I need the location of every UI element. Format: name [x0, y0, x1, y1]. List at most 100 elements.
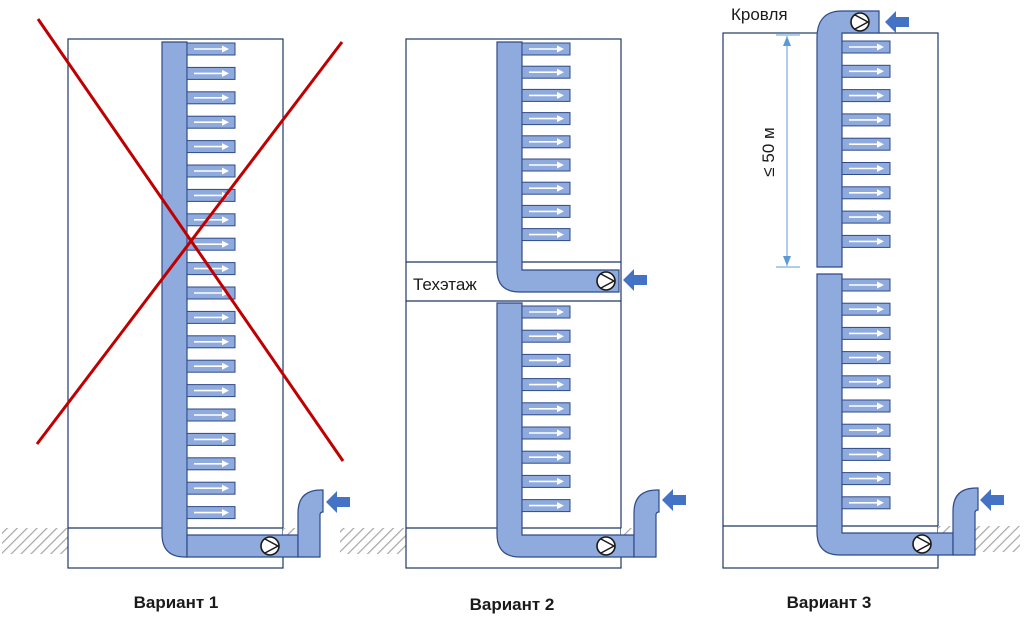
outlet-grille	[841, 210, 891, 224]
outlet-arrow-icon	[222, 362, 229, 370]
outlet-arrow-icon	[222, 216, 229, 224]
outlet-grille	[841, 278, 891, 292]
outlet-grille	[521, 135, 571, 149]
outlet-grille	[521, 228, 571, 242]
outlet-arrow-icon	[557, 453, 564, 461]
outlet-arrow-icon	[877, 165, 884, 172]
outlet-arrow-icon	[222, 460, 229, 468]
outlet-grille	[186, 286, 236, 300]
outlet-arrow-icon	[222, 240, 229, 248]
vertical-riser-lower	[816, 273, 954, 556]
outlet-grille	[521, 426, 571, 440]
outlet-arrow-icon	[877, 475, 884, 483]
supply-arrow-icon	[885, 11, 909, 33]
outlet-grille	[521, 402, 571, 416]
fan-icon	[912, 534, 932, 554]
outlet-arrow-icon	[877, 237, 884, 245]
outlet-arrow-icon	[222, 45, 229, 53]
outlet-grille	[521, 181, 571, 195]
outlet-arrow-icon	[557, 207, 564, 215]
supply-arrow-icon	[623, 269, 647, 291]
fan-icon	[850, 12, 870, 32]
floor-outlets	[186, 42, 236, 520]
outlet-grille	[521, 305, 571, 319]
intake-elbow	[633, 489, 660, 558]
vertical-riser	[161, 41, 188, 558]
outlet-arrow-icon	[877, 43, 884, 51]
outlet-grille	[186, 42, 236, 56]
outlet-arrow-icon	[222, 118, 229, 126]
outlet-grille	[186, 457, 236, 471]
outlet-grille	[841, 351, 891, 365]
fan-icon	[260, 536, 280, 556]
outlet-arrow-icon	[222, 167, 229, 175]
vertical-riser-lower	[496, 302, 635, 558]
outlet-grille	[841, 447, 891, 461]
outlet-grille	[186, 91, 236, 105]
outlet-grille	[521, 378, 571, 392]
floor-outlets	[841, 40, 891, 510]
roof-label: Кровля	[731, 5, 788, 24]
variant-1: Вариант 1	[2, 18, 350, 612]
outlet-arrow-icon	[557, 405, 564, 413]
outlet-arrow-icon	[557, 429, 564, 437]
outlet-arrow-icon	[557, 502, 564, 510]
outlet-arrow-icon	[222, 435, 229, 443]
outlet-arrow-icon	[557, 477, 564, 485]
outlet-arrow-icon	[877, 426, 884, 434]
outlet-grille	[841, 64, 891, 78]
outlet-arrow-icon	[222, 387, 229, 395]
outlet-arrow-icon	[877, 450, 884, 458]
horizontal-duct	[186, 534, 299, 558]
outlet-grille	[186, 66, 236, 80]
outlet-arrow-icon	[877, 140, 884, 148]
outlet-grille	[521, 329, 571, 343]
outlet-grille	[841, 326, 891, 340]
outlet-grille	[521, 65, 571, 79]
outlet-arrow-icon	[877, 116, 884, 124]
variant-3: ≤ 50 м Кровля Вариант 3	[722, 5, 1020, 612]
outlet-grille	[521, 204, 571, 218]
supply-arrow-icon	[662, 489, 686, 511]
floor-outlets	[521, 42, 571, 513]
fan-icon	[596, 536, 616, 556]
variant-2: Техэтаж Вариант 2	[340, 38, 686, 614]
outlet-arrow-icon	[877, 92, 884, 100]
fan-icon	[596, 271, 616, 291]
supply-duct-lower	[496, 302, 686, 558]
outlet-arrow-icon	[877, 67, 884, 75]
height-label: ≤ 50 м	[759, 127, 778, 176]
height-dimension	[776, 34, 800, 268]
outlet-grille	[521, 158, 571, 172]
outlet-arrow-icon	[222, 313, 229, 321]
intake-elbow	[297, 489, 324, 558]
variant-caption: Вариант 3	[787, 593, 872, 612]
outlet-grille	[841, 423, 891, 437]
outlet-arrow-icon	[222, 411, 229, 419]
outlet-arrow-icon	[877, 189, 884, 197]
ground-hatch	[2, 528, 68, 554]
outlet-arrow-icon	[557, 45, 564, 53]
outlet-grille	[521, 88, 571, 102]
outlet-arrow-icon	[222, 265, 229, 273]
outlet-grille	[186, 140, 236, 154]
outlet-arrow-icon	[222, 69, 229, 77]
outlet-arrow-icon	[557, 231, 564, 239]
outlet-grille	[841, 472, 891, 486]
ground-hatch	[340, 528, 406, 554]
outlet-grille	[521, 474, 571, 488]
outlet-arrow-icon	[557, 308, 564, 316]
outlet-arrow-icon	[877, 354, 884, 362]
outlet-arrow-icon	[877, 281, 884, 289]
outlet-arrow-icon	[877, 213, 884, 221]
outlet-grille	[186, 310, 236, 324]
outlet-grille	[841, 137, 891, 151]
outlet-grille	[841, 375, 891, 389]
outlet-grille	[841, 186, 891, 200]
outlet-grille	[521, 499, 571, 513]
outlet-arrow-icon	[222, 94, 229, 102]
outlet-grille	[521, 112, 571, 126]
outlet-arrow-icon	[877, 499, 884, 507]
supply-duct-lower	[816, 273, 1004, 556]
